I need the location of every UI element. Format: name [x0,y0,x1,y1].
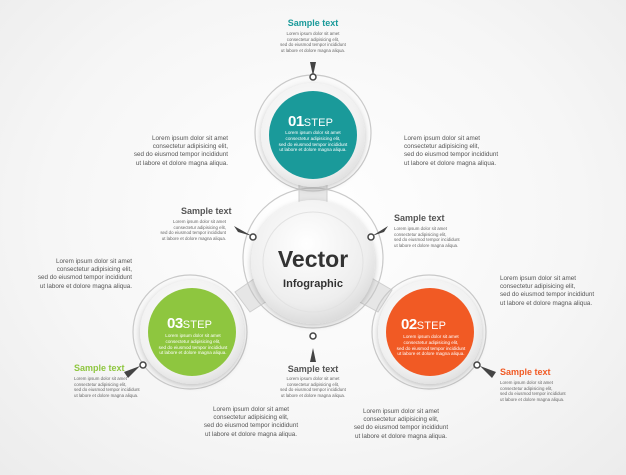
step-2-label: 02STEP [401,316,461,333]
step-2-text: Lorem ipsum dolor sit amet consectetur a… [396,334,466,357]
callout-top-text: Lorem ipsum dolor sit amet consectetur a… [280,31,346,53]
step-3-label: 03STEP [167,315,227,332]
step-1-number: 01 [288,113,304,130]
step-3-word: STEP [182,319,213,331]
step-3-color-circle [148,288,236,376]
callout-bottom-left-text: Lorem ipsum dolor sit amet consectetur a… [74,376,140,398]
center-disc [251,200,375,324]
step-1-disc [261,83,365,187]
step-1-text: Lorem ipsum dolor sit amet consectetur a… [278,130,348,153]
callout-bottom-right-title: Sample text [500,367,551,377]
step-2-number: 02 [401,316,417,333]
step-1-color-circle [269,91,357,179]
paragraph-bottom-left: Lorem ipsum dolor sit amet consectetur a… [203,406,299,438]
callout-top-title: Sample text [287,18,339,28]
paragraph-bottom-right: Lorem ipsum dolor sit amet consectetur a… [353,408,449,440]
step-2-color-circle [386,288,474,376]
step-3-text: Lorem ipsum dolor sit amet consectetur a… [158,333,228,356]
callout-inner-left-title: Sample text [181,206,232,216]
paragraph-upper-right: Lorem ipsum dolor sit amet consectetur a… [404,135,499,167]
paragraph-upper-left: Lorem ipsum dolor sit amet consectetur a… [133,135,228,167]
callout-bottom-center-title: Sample text [287,364,339,374]
step-1-word: STEP [303,117,334,129]
step-1-label: 01STEP [288,113,348,130]
step-2-word: STEP [416,320,447,332]
callout-inner-right-title: Sample text [394,213,445,223]
step-2-disc [378,280,482,384]
paragraph-mid-right: Lorem ipsum dolor sit amet consectetur a… [500,275,595,307]
paragraph-mid-left: Lorem ipsum dolor sit amet consectetur a… [37,258,132,290]
callout-inner-left-text: Lorem ipsum dolor sit amet consectetur a… [160,219,226,241]
callout-bottom-right-text: Lorem ipsum dolor sit amet consectetur a… [500,380,566,402]
callout-bottom-center-text: Lorem ipsum dolor sit amet consectetur a… [280,376,346,398]
center-subtitle: Infographic [283,278,343,290]
pointer-connectors [124,62,496,378]
callout-inner-right-text: Lorem ipsum dolor sit amet consectetur a… [394,226,460,248]
step-3-disc [140,280,244,384]
step-3-number: 03 [167,315,183,332]
center-title: Vector [277,246,349,272]
callout-bottom-left-title: Sample text [74,363,125,373]
